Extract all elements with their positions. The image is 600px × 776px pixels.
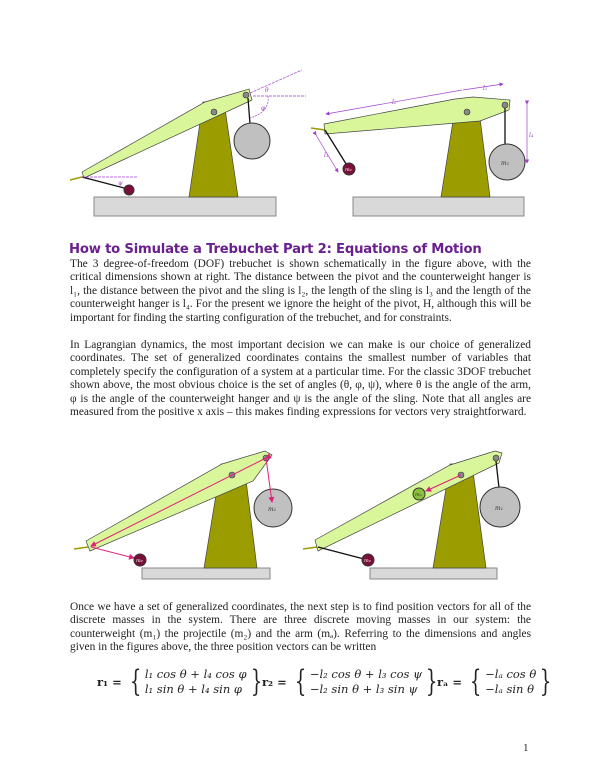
vector-sling-arrow (90, 546, 135, 560)
vector-arm-arrow (90, 453, 272, 547)
base (93, 196, 277, 217)
equation-row: l₁ cos θ + l₄ cos φ (144, 667, 247, 681)
vector-arm-cg-arrow (425, 474, 462, 492)
right-brace: } (250, 664, 262, 699)
equation-row: −lₐ cos θ (485, 667, 537, 681)
equation-row: −l₂ sin θ + l₃ sin ψ (309, 682, 418, 696)
equation-row: −lₐ sin θ (485, 682, 535, 696)
left-brace: { (129, 664, 142, 699)
hanger (247, 97, 251, 125)
phi-arc (249, 95, 269, 119)
projectile (123, 184, 135, 196)
figure-bottom-left: m₁ m₂ (73, 450, 293, 580)
sling-tip (69, 176, 83, 181)
theta-ref-line (249, 69, 303, 94)
pivot (210, 108, 218, 116)
sling-tip (73, 546, 89, 550)
equation-row: l₁ sin θ + l₄ sin φ (144, 682, 242, 696)
page-number: 1 (523, 742, 529, 754)
dim-l1-label: l₁ (483, 85, 487, 92)
projectile-label: m₂ (136, 558, 143, 564)
arm (323, 96, 511, 135)
dim-l3-arrow (312, 130, 339, 173)
dim-l2-arrow (325, 89, 463, 116)
sling (324, 129, 349, 168)
base (352, 196, 525, 217)
dim-l1-arrow (462, 82, 504, 91)
figure-bottom-right: m₁ m₂ mₐ (302, 450, 521, 580)
hanger-pivot (501, 101, 509, 109)
sling-tip (302, 546, 318, 550)
equation-r2: r₂ = { −l₂ cos θ + l₃ cos ψ−l₂ sin θ + l… (262, 667, 441, 697)
arm-mass (412, 487, 426, 501)
vector-hanger-arrow (265, 457, 275, 503)
hanger-pivot (242, 91, 250, 99)
dim-l3-label: l₃ (324, 152, 329, 159)
figure-top-right: m₁ m₂ l₂ l₁ l₄ l₃ (310, 82, 534, 217)
counterweight-label: m₁ (495, 505, 503, 512)
left-brace: { (469, 664, 482, 699)
theta-label: θ (265, 87, 269, 94)
paragraph-generalized-coordinates: In Lagrangian dynamics, the most importa… (70, 339, 531, 419)
counterweight-label: m₁ (501, 160, 509, 167)
page-title: How to Simulate a Trebuchet Part 2: Equa… (69, 242, 482, 257)
equation-lhs: rₐ = (437, 675, 463, 689)
left-brace: { (294, 664, 307, 699)
paragraph-intro: The 3 degree-of-freedom (DOF) trebuchet … (70, 258, 531, 324)
psi-label: ψ (118, 180, 123, 187)
sling-tip (310, 127, 326, 131)
counterweight-label: m₁ (268, 506, 276, 513)
hanger (495, 460, 500, 489)
dim-l2-label: l₂ (392, 99, 397, 106)
equation-lhs: r₁ = (97, 675, 122, 689)
arm-mass-label: mₐ (415, 492, 422, 498)
arm (314, 450, 503, 552)
equation-row: −l₂ cos θ + l₃ cos ψ (309, 667, 423, 681)
right-brace: } (540, 664, 552, 699)
counterweight (479, 486, 521, 528)
sling (317, 546, 365, 560)
dim-l4-label: l₄ (529, 132, 534, 139)
projectile (133, 553, 147, 567)
figure-top-left: θ φ ψ (69, 69, 306, 217)
base (369, 567, 498, 580)
projectile (361, 553, 375, 567)
right-brace: } (425, 664, 438, 699)
pivot (463, 108, 471, 116)
paragraph-position-vectors: Once we have a set of generalized coordi… (70, 601, 531, 654)
projectile (342, 162, 356, 176)
phi-label: φ (261, 105, 266, 112)
equation-lhs: r₂ = (262, 675, 287, 689)
equation-ra: rₐ = { −lₐ cos θ−lₐ sin θ } (437, 667, 555, 697)
hanger-pivot (492, 454, 500, 462)
projectile-label: m₂ (345, 167, 352, 173)
projectile-label: m₂ (364, 558, 371, 564)
base (141, 567, 271, 580)
sling (81, 176, 129, 190)
counterweight (233, 122, 271, 160)
